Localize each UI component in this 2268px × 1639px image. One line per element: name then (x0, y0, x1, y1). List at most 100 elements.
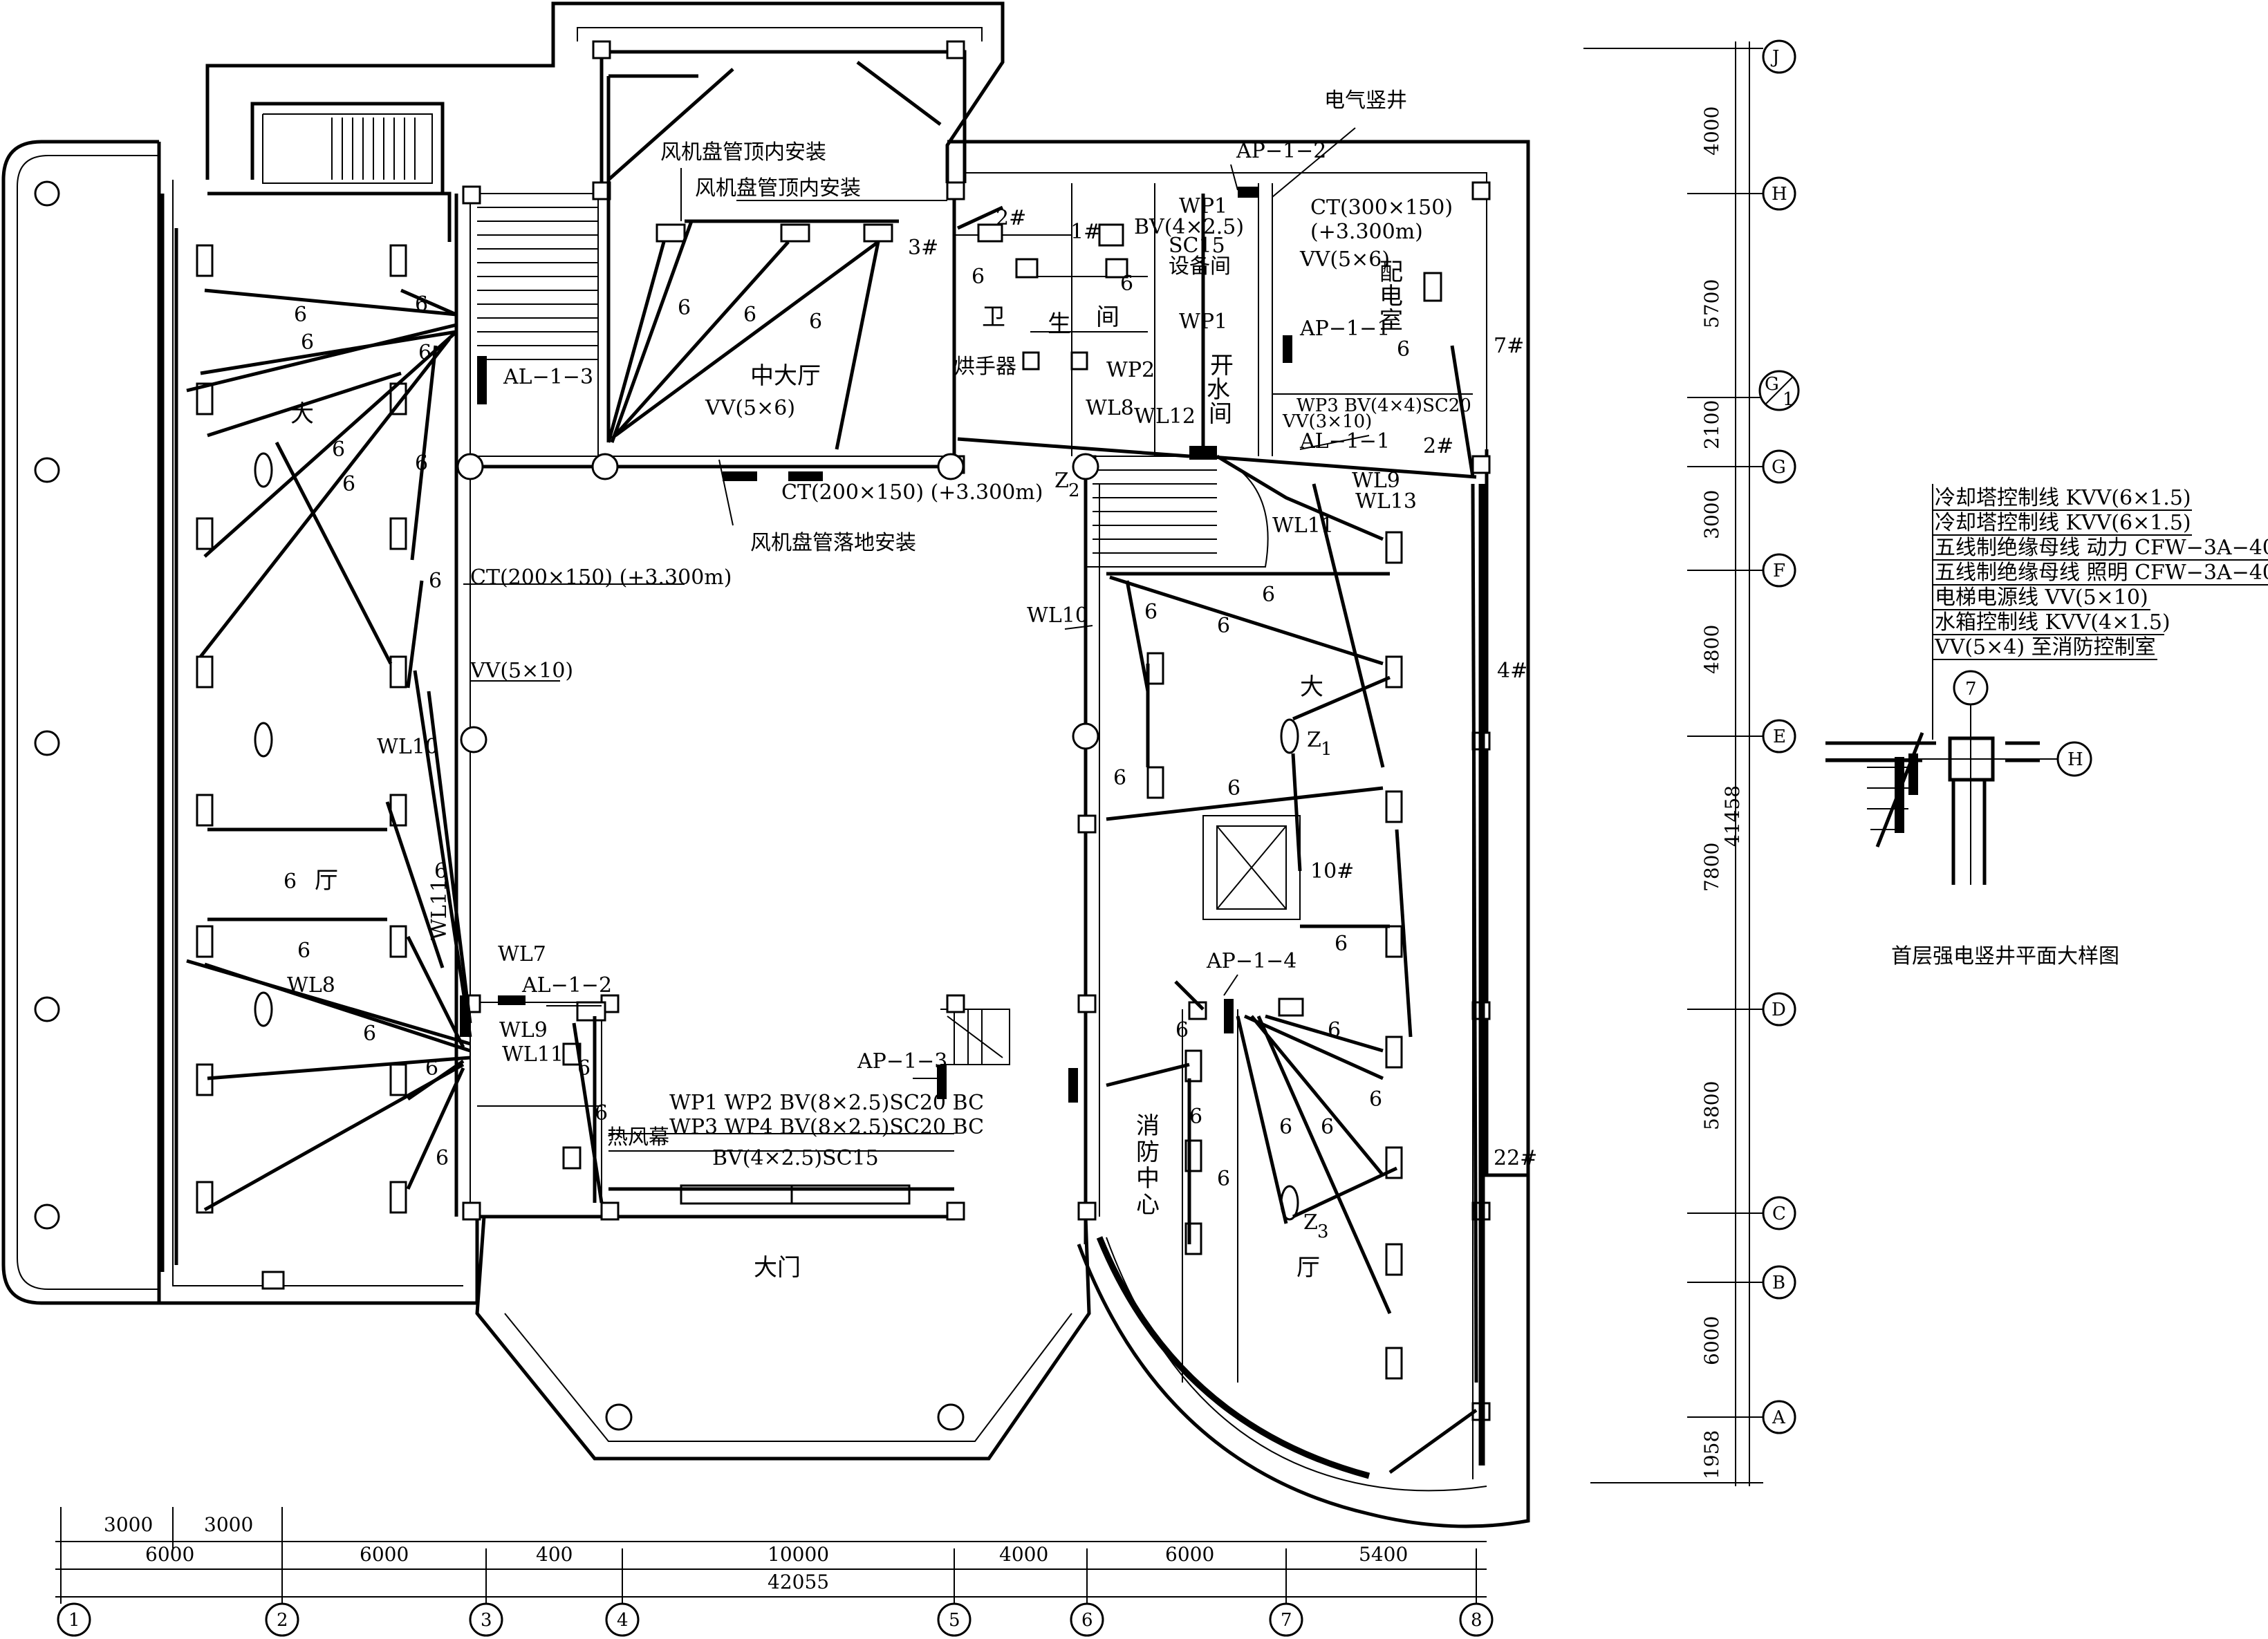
room-power-2: 电 (1379, 283, 1403, 310)
svg-text:6: 6 (1279, 1115, 1292, 1139)
room-fire-center-3: 中 (1136, 1165, 1160, 1192)
note-bv-4x25: BV(4×2.5) (1134, 215, 1244, 239)
bottom-dim-top-0: 3000 (104, 1513, 153, 1536)
axis-e: E (1773, 727, 1786, 747)
stair-mid-left (477, 207, 598, 360)
room-air-curtain: 热风幕 (607, 1125, 669, 1150)
stair-right (1093, 469, 1217, 554)
note-wl8-a: WL8 (1086, 396, 1134, 420)
note-n2-top: 2# (996, 206, 1026, 230)
room-water-3: 间 (1209, 400, 1232, 428)
note-vv-5x6-a: VV(5×6) (1299, 247, 1390, 272)
room-right-hall-1: 大 (1300, 673, 1323, 701)
svg-text:6: 6 (1189, 1105, 1202, 1129)
room-water-2: 水 (1207, 376, 1230, 404)
note-n4: 4# (1497, 659, 1527, 683)
svg-text:6: 6 (1321, 1115, 1334, 1139)
note-wl13: WL13 (1355, 489, 1417, 514)
room-fire-center-1: 消 (1136, 1112, 1160, 1140)
note-wl12: WL12 (1134, 404, 1196, 429)
svg-text:6: 6 (342, 472, 355, 496)
axis-a: A (1772, 1407, 1786, 1428)
note-z1: Z (1307, 728, 1321, 752)
note-ap-1-2: AP−1−2 (1236, 139, 1326, 163)
svg-text:6: 6 (418, 341, 431, 365)
bottom-dim-1: 6000 (360, 1543, 409, 1566)
shaft-legend: 冷却塔控制线 KVV(6×1.5) 冷却塔控制线 KVV(6×1.5) 五线制绝… (1825, 484, 2268, 968)
note-z2-sub: 2 (1068, 480, 1080, 501)
bottom-axis-5: 5 (949, 1610, 960, 1631)
note-fcu-ceiling-1: 风机盘管顶内安装 (660, 140, 826, 165)
note-fcu-ceiling-2: 风机盘管顶内安装 (695, 176, 861, 200)
bottom-axis-system: 3000 3000 6000 6000 400 10000 4000 6000 … (55, 1507, 1494, 1637)
note-wp12: WP1 WP2 BV(8×2.5)SC20 BC (669, 1091, 984, 1115)
note-wl10-b: WL10 (1027, 603, 1088, 628)
detail-axis-7: 7 (1965, 679, 1977, 700)
svg-text:6: 6 (1120, 272, 1133, 296)
svg-text:6: 6 (429, 569, 442, 593)
bottom-axis-4: 4 (617, 1610, 629, 1631)
svg-text:6: 6 (415, 292, 428, 317)
bottom-dim-top-1: 3000 (204, 1513, 253, 1536)
right-dim-2: 2100 (1700, 400, 1723, 449)
note-vv-5x10: VV(5×10) (470, 659, 573, 683)
axis-f: F (1773, 561, 1785, 581)
room-power-3: 室 (1379, 307, 1403, 335)
right-dim-4: 4800 (1700, 625, 1723, 674)
note-n22: 22# (1494, 1146, 1537, 1170)
note-sc15: SC15 (1169, 234, 1225, 258)
room-big-hall-left-2: 厅 (315, 867, 338, 895)
right-dim-3: 3000 (1700, 490, 1723, 539)
legend-item-3: 五线制绝缘母线 照明 CFW−3A−400 (1935, 561, 2268, 585)
fixtures-mid-hall (656, 223, 1442, 371)
bottom-axis-8: 8 (1471, 1610, 1482, 1631)
axis-g: G (1772, 457, 1786, 478)
svg-text:6: 6 (1217, 614, 1230, 638)
bottom-dim-4: 4000 (999, 1543, 1048, 1566)
svg-text:6: 6 (434, 859, 447, 883)
right-dim-5: 7800 (1700, 843, 1723, 892)
note-wl9-b: WL9 (1352, 469, 1400, 493)
axis-h: H (1772, 184, 1787, 205)
note-wl8-b: WL8 (287, 973, 335, 998)
building-walls (1, 1, 1530, 1528)
axis-c: C (1772, 1204, 1786, 1224)
room-toilet-1: 卫 (982, 303, 1005, 331)
room-right-hall-2: 厅 (1296, 1254, 1320, 1282)
fixtures-left-hall (196, 244, 407, 1290)
svg-text:6: 6 (1335, 932, 1348, 956)
note-n7: 7# (1494, 334, 1524, 358)
room-power-1: 配 (1379, 259, 1403, 286)
note-wl10-a: WL10 (377, 735, 438, 759)
svg-text:6: 6 (294, 303, 307, 327)
bottom-axis-3: 3 (481, 1610, 492, 1631)
axis-g-special-bottom: 1 (1783, 389, 1794, 410)
note-ct-300-elev: (+3.300m) (1310, 220, 1423, 244)
columns (34, 40, 1491, 1431)
stair-top-left (331, 118, 416, 180)
note-z1-sub: 1 (1321, 739, 1332, 760)
svg-text:6: 6 (595, 1101, 608, 1125)
svg-text:6: 6 (363, 1022, 376, 1046)
note-z3-sub: 3 (1317, 1221, 1329, 1242)
note-wp3: WP3 BV(4×4)SC20 (1296, 395, 1471, 416)
svg-text:6: 6 (972, 265, 985, 289)
bottom-axis-7: 7 (1281, 1610, 1292, 1631)
svg-text:6: 6 (332, 438, 345, 462)
note-z2: Z (1054, 469, 1069, 493)
bottom-dim-3: 10000 (768, 1543, 829, 1566)
bottom-dim-0: 6000 (145, 1543, 194, 1566)
svg-text:6: 6 (1397, 337, 1410, 362)
note-al-1-3: AL−1−3 (503, 365, 593, 389)
room-fire-center-4: 心 (1136, 1191, 1160, 1219)
right-dim-8: 1958 (1700, 1430, 1723, 1479)
detail-axis-h: H (2067, 749, 2083, 770)
axis-j: J (1770, 47, 1779, 68)
wiring (174, 61, 1478, 1474)
note-wl9-a: WL9 (499, 1018, 548, 1042)
right-dim-1: 5700 (1700, 279, 1723, 328)
svg-text:6: 6 (1328, 1018, 1341, 1042)
svg-text:6: 6 (809, 310, 822, 334)
note-ct-300: CT(300×150) (1310, 196, 1453, 220)
